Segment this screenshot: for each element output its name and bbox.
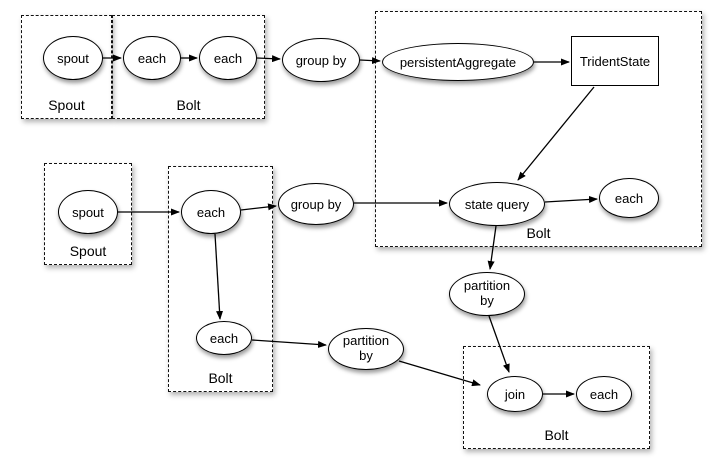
node-label: each: [589, 386, 619, 402]
node-each-2: each: [199, 36, 257, 80]
node-label: partition by: [463, 278, 511, 308]
node-label: each: [196, 204, 226, 220]
node-each-5: each: [196, 321, 252, 355]
group-label: Spout: [69, 243, 107, 259]
node-label: spout: [72, 204, 104, 220]
group-label: Spout: [48, 97, 85, 113]
node-each-3: each: [599, 178, 659, 218]
node-label: join: [504, 386, 526, 402]
node-label: group by: [290, 196, 342, 212]
node-each-4: each: [181, 190, 241, 234]
node-partition-by-2: partition by: [328, 328, 404, 370]
node-label: each: [209, 330, 239, 346]
node-label: each: [137, 50, 167, 66]
node-label: each: [614, 190, 644, 206]
group-label: Bolt: [526, 225, 551, 241]
node-label: each: [213, 50, 243, 66]
group-spout-2: Spout: [44, 163, 132, 265]
group-bolt-4: Bolt: [463, 346, 650, 449]
node-spout-1: spout: [43, 36, 103, 80]
group-label: Bolt: [544, 427, 569, 443]
group-bolt-1: Bolt: [112, 15, 265, 119]
node-label: group by: [295, 52, 347, 68]
node-label: TridentState: [579, 53, 651, 69]
node-label: partition by: [342, 333, 390, 363]
node-label: persistentAggregate: [399, 54, 517, 70]
node-group-by-1: group by: [282, 38, 360, 82]
node-label: spout: [57, 50, 89, 66]
group-spout-1: Spout: [21, 15, 112, 119]
node-label: state query: [464, 196, 530, 212]
group-label: Bolt: [176, 97, 201, 113]
node-each-6: each: [576, 376, 632, 412]
node-state-query: state query: [449, 182, 545, 226]
node-group-by-2: group by: [278, 183, 354, 225]
node-spout-2: spout: [58, 190, 118, 234]
node-partition-by-1: partition by: [449, 272, 525, 316]
node-each-1: each: [123, 36, 181, 80]
node-join: join: [487, 376, 543, 412]
node-persistent-aggregate: persistentAggregate: [382, 43, 534, 81]
group-label: Bolt: [208, 370, 233, 386]
group-bolt-2: Bolt: [375, 11, 702, 247]
group-bolt-3: Bolt: [168, 166, 273, 392]
node-trident-state: TridentState: [571, 36, 659, 86]
